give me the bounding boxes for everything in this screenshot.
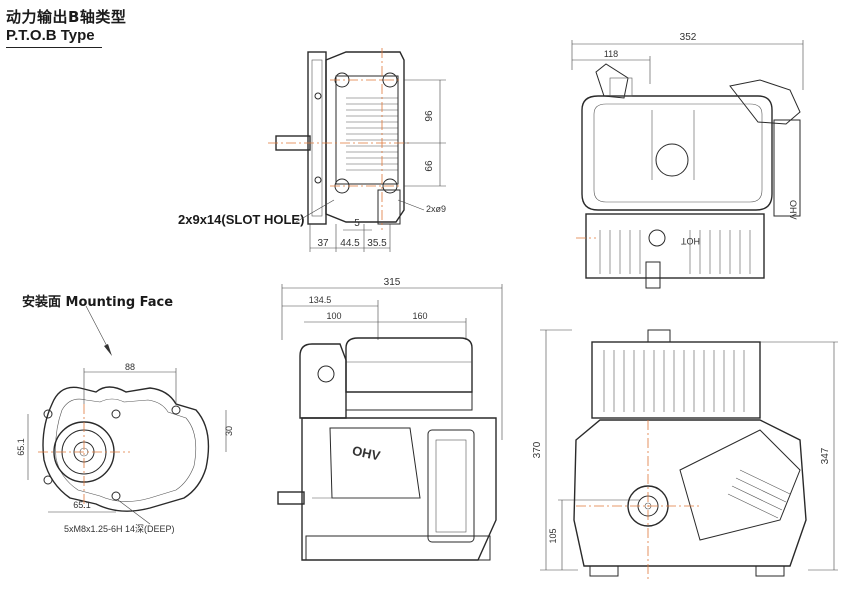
dim-37: 37: [317, 238, 329, 249]
mounting-face-label: 安装面 Mounting Face: [22, 295, 174, 310]
dim-100: 100: [326, 311, 341, 321]
dim-35-5: 35.5: [367, 238, 387, 249]
dim-118: 118: [604, 49, 618, 59]
title-chinese: 动力输出B轴类型: [6, 8, 127, 26]
dim-96: 96: [424, 110, 435, 122]
dim-105: 105: [548, 528, 558, 543]
front-view: 315 134.5 100 160 OHV: [277, 277, 503, 561]
dim-88: 88: [125, 362, 135, 372]
dim-44-5: 44.5: [340, 238, 360, 249]
dim-30: 30: [224, 426, 234, 436]
dim-160: 160: [412, 311, 427, 321]
top-ohv-mark: OHV: [788, 200, 798, 220]
dim-65-1-horizontal: 65.1: [73, 500, 91, 510]
dim-315: 315: [384, 277, 401, 288]
side-view: 96 66 5 37 44.5 35.5 2xø9: [268, 48, 446, 252]
dim-66: 66: [424, 160, 435, 172]
rear-view: 370 347 105: [532, 329, 838, 580]
dim-5: 5: [354, 218, 360, 229]
dim-347: 347: [820, 447, 831, 464]
dim-352: 352: [680, 32, 697, 43]
dim-370: 370: [532, 441, 543, 458]
top-view: 352 118 OHV HOT: [571, 32, 804, 289]
title-underline: [6, 47, 102, 48]
bolt-spec-label: 5xM8x1.25-6H 14深(DEEP): [64, 524, 175, 534]
dim-65-1-vertical: 65.1: [16, 438, 26, 456]
front-ohv-mark: OHV: [351, 443, 382, 464]
dim-134-5: 134.5: [309, 295, 332, 305]
title-english: P.T.O.B Type: [6, 27, 95, 44]
slot-hole-label: 2x9x14(SLOT HOLE): [178, 212, 305, 227]
hole-spec-label: 2xø9: [426, 204, 446, 214]
mounting-face-view: 88 65.1 30 65.1 5xM8x1.25-6H 14深(DEEP): [16, 305, 234, 534]
hot-mark: HOT: [681, 236, 701, 246]
